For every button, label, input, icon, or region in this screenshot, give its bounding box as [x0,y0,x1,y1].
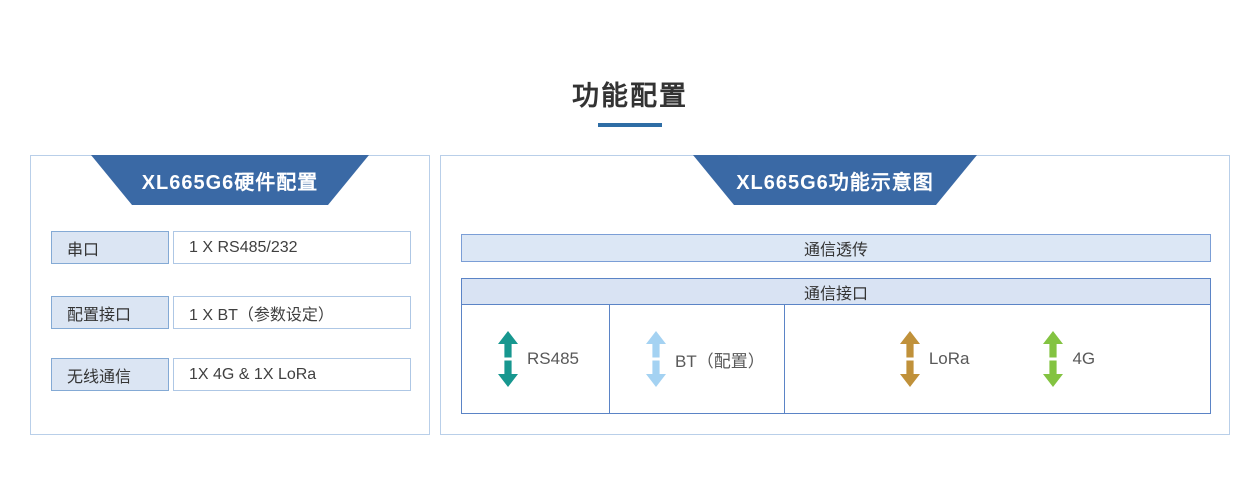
hardware-panel-header: XL665G6硬件配置 [91,155,369,205]
title-underline [598,123,662,127]
hardware-row-value: 1 X BT（参数设定） [173,296,411,329]
hardware-row-wireless: 无线通信 1X 4G & 1X LoRa [51,358,411,391]
function-panel-header: XL665G6功能示意图 [693,155,977,205]
rs485-group: RS485 [498,331,579,387]
function-diagram-panel: XL665G6功能示意图 通信透传 通信接口 RS485 [440,155,1230,435]
interface-cell-rs485: RS485 [462,305,610,413]
function-panel-title: XL665G6功能示意图 [736,171,934,194]
hardware-row-label: 串口 [51,231,169,264]
hardware-row-value: 1 X RS485/232 [173,231,411,264]
bt-label: BT（配置） [675,351,765,371]
interface-cell-bt: BT（配置） [610,305,785,413]
fourg-double-arrow-icon [1043,331,1064,387]
hardware-config-panel: XL665G6硬件配置 串口 1 X RS485/232 配置接口 1 X BT… [30,155,430,435]
passthrough-bar: 通信透传 [461,234,1211,262]
page-title: 功能配置 [572,81,688,111]
lora-group: LoRa [899,331,970,387]
interface-table-title: 通信接口 [803,285,868,303]
interface-table: 通信接口 RS485 [461,278,1211,414]
fourg-label: 4G [1072,349,1096,368]
hardware-row-label: 配置接口 [51,296,169,329]
rs485-label: RS485 [527,349,579,368]
page-title-block: 功能配置 [0,74,1260,127]
hardware-row-serial: 串口 1 X RS485/232 [51,231,411,264]
rs485-double-arrow-icon [498,331,518,387]
interface-table-header: 通信接口 [462,279,1210,305]
lora-double-arrow-icon [899,331,920,387]
lora-label: LoRa [928,349,970,368]
passthrough-label: 通信透传 [803,242,868,259]
interface-cell-wireless: LoRa 4G [785,305,1210,413]
fourg-group: 4G [1043,331,1095,387]
bt-double-arrow-icon [646,331,666,387]
bt-group: BT（配置） [646,331,765,387]
hardware-panel-title: XL665G6硬件配置 [141,171,319,194]
interface-table-body: RS485 BT（配置） [462,305,1210,413]
hardware-row-value: 1X 4G & 1X LoRa [173,358,411,391]
hardware-row-config-interface: 配置接口 1 X BT（参数设定） [51,296,411,329]
hardware-row-label: 无线通信 [51,358,169,391]
